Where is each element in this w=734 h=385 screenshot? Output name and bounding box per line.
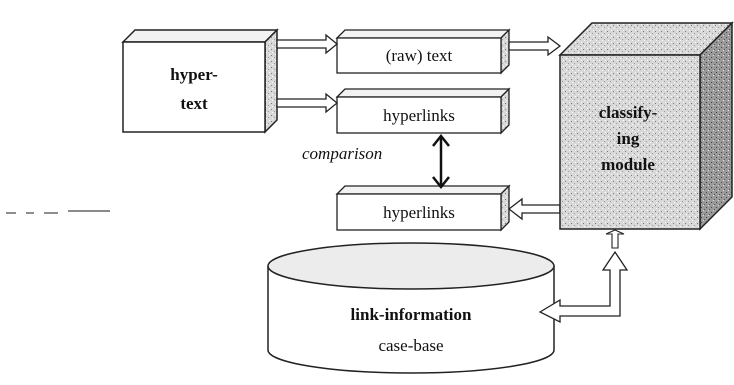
classifier-label-line3: module (601, 155, 655, 174)
classifier-label-line2: ing (617, 129, 640, 148)
hyperlinks-bottom-label: hyperlinks (383, 203, 455, 222)
hollow-bent-arrow-case-base-classifier (538, 229, 629, 324)
comparison-double-arrow (432, 133, 450, 190)
hollow-arrow-from-classifier (507, 197, 561, 221)
hyperlinks-bottom-block: hyperlinks (335, 184, 511, 232)
hollow-arrow-to-raw-text (276, 33, 339, 55)
raw-text-block: (raw) text (335, 28, 511, 75)
case-base-label-line2: case-base (378, 336, 443, 355)
classifying-module-block: classify- ing module (558, 21, 734, 231)
hollow-arrow-to-classifier (508, 35, 562, 57)
case-base-cylinder: link-information case-base (267, 242, 555, 374)
classifier-label-line1: classify- (599, 103, 658, 122)
raw-text-label: (raw) text (386, 46, 453, 65)
hypertext-label-line1: hyper- (170, 65, 218, 84)
hollow-arrow-to-hyperlinks (276, 92, 339, 114)
hyperlinks-top-block: hyperlinks (335, 87, 511, 135)
hypertext-block: hyper- text (121, 28, 279, 134)
hypertext-label-line2: text (180, 94, 208, 113)
hyperlinks-top-label: hyperlinks (383, 106, 455, 125)
stray-dashes (6, 210, 110, 214)
comparison-label: comparison (302, 144, 382, 163)
case-base-label-line1: link-information (351, 305, 472, 324)
